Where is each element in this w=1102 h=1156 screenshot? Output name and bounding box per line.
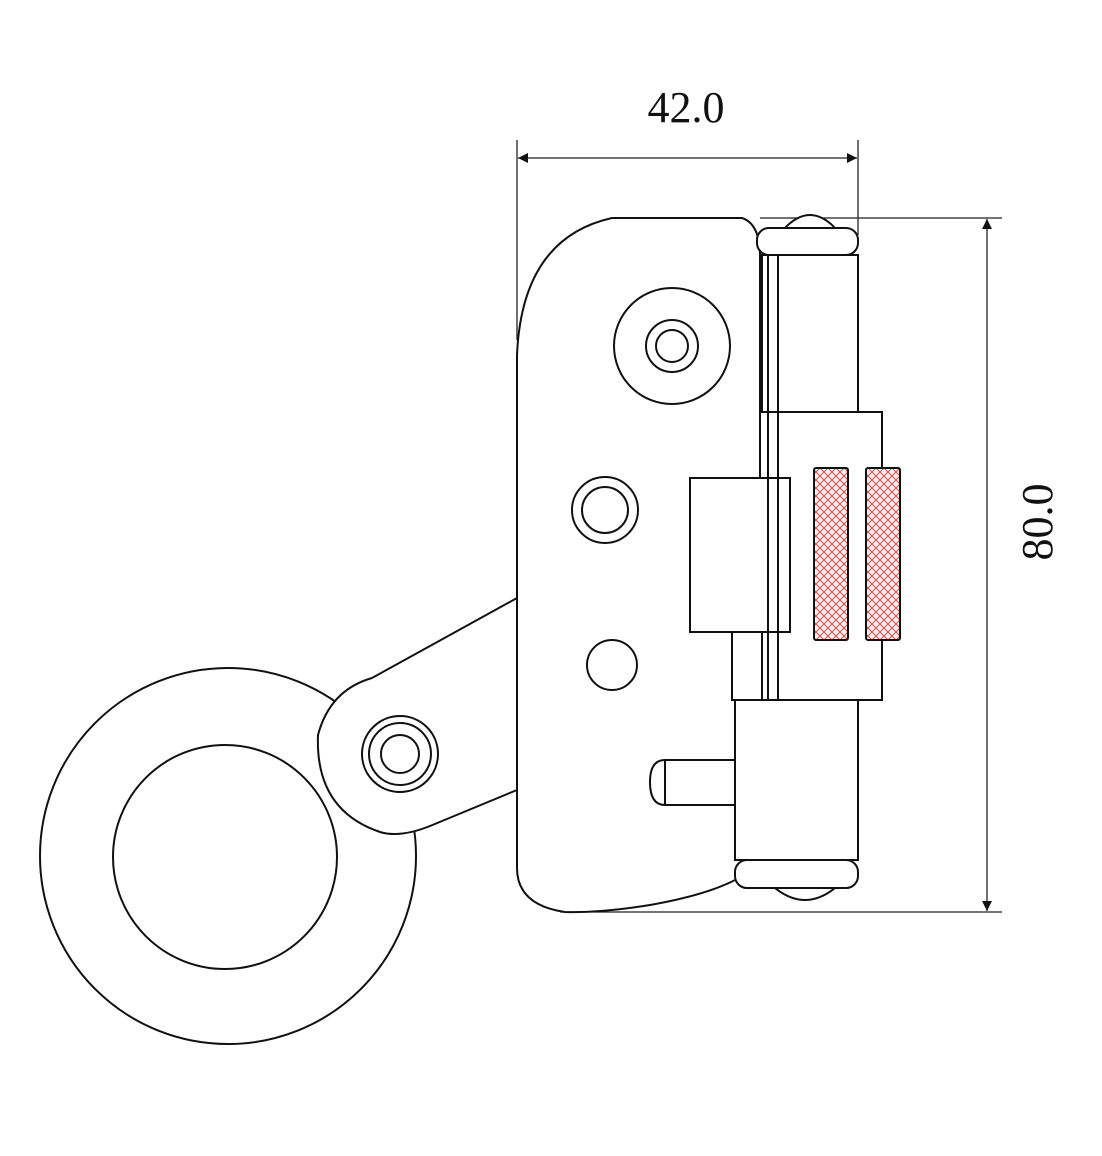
ring-hole bbox=[112, 744, 338, 970]
knurled-wheel-right bbox=[865, 467, 901, 641]
top-rivet-inner bbox=[655, 329, 689, 363]
cam-shaft-block bbox=[689, 477, 791, 633]
device-body bbox=[516, 217, 761, 914]
connecting-arm bbox=[316, 596, 518, 835]
middle-hole-outer bbox=[571, 476, 639, 544]
width-dimension-label: 42.0 bbox=[648, 83, 725, 132]
lower-block bbox=[734, 699, 859, 861]
top-rivet-mid bbox=[645, 319, 699, 373]
cam-lower-step bbox=[731, 631, 763, 701]
cam-mechanism bbox=[648, 214, 901, 901]
top-rivet-outer bbox=[613, 287, 731, 405]
knurled-wheel-left bbox=[813, 467, 849, 641]
arm-rivet-mid bbox=[368, 722, 432, 786]
height-dimension: 80.0 bbox=[560, 217, 1062, 913]
top-roller bbox=[756, 227, 859, 256]
arm-plate bbox=[316, 596, 518, 835]
bottom-roller bbox=[734, 859, 859, 889]
arm-rivet-outer bbox=[361, 715, 439, 793]
arm-rivet-inner bbox=[380, 734, 420, 774]
lower-hole bbox=[586, 639, 638, 691]
width-dimension: 42.0 bbox=[516, 83, 859, 340]
upper-rail bbox=[761, 254, 859, 416]
bottom-roller-cap bbox=[772, 887, 838, 901]
height-dimension-label: 80.0 bbox=[1013, 484, 1062, 561]
middle-hole-inner bbox=[581, 486, 629, 534]
release-pin bbox=[648, 759, 736, 806]
